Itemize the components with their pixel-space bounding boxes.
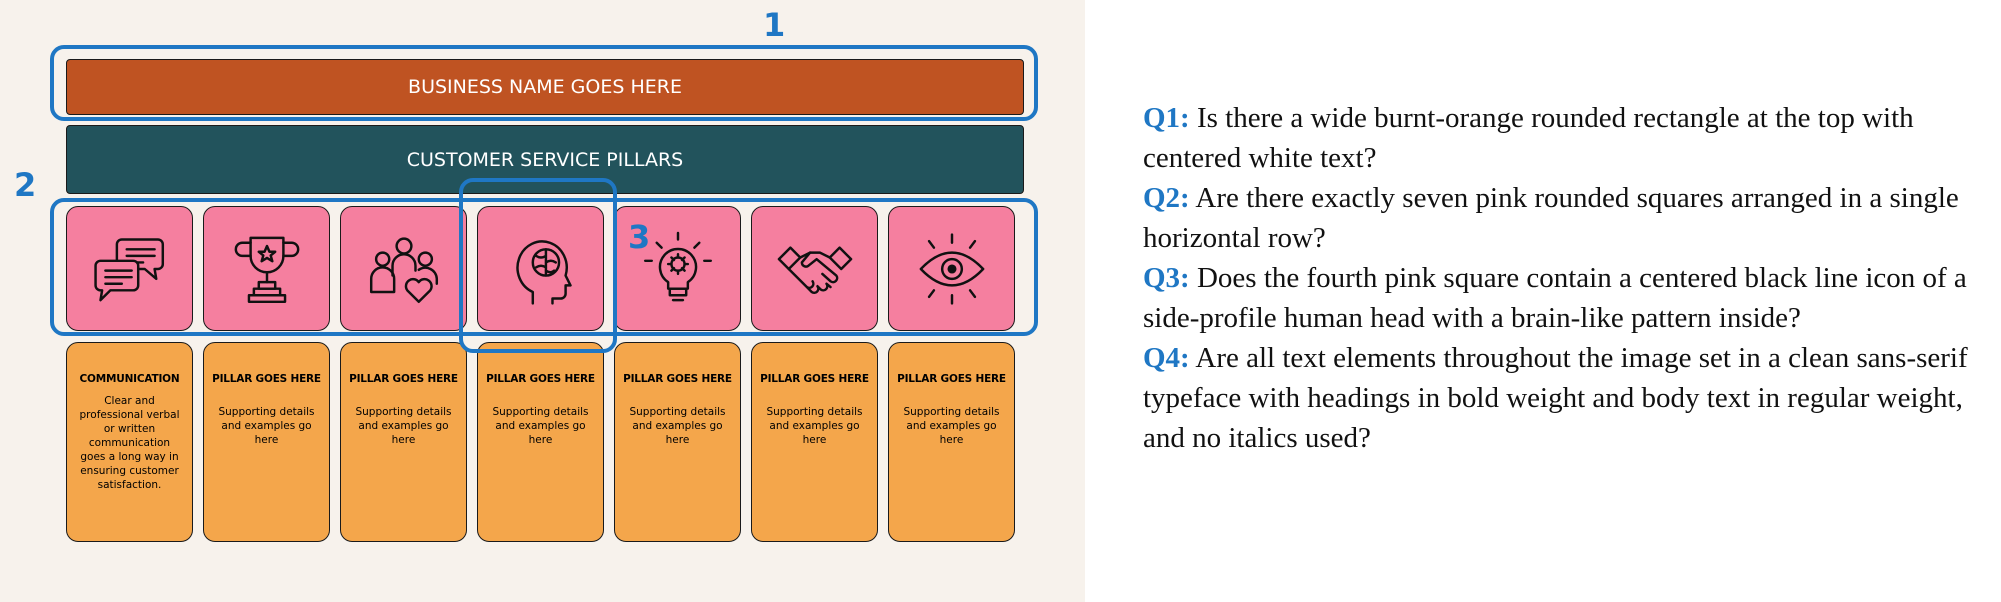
- pillar-description: Supporting details and examples go here: [492, 406, 589, 446]
- trophy-icon: [234, 236, 299, 303]
- highlight-label-1: 1: [763, 6, 786, 44]
- tile-head-brain: [477, 206, 604, 331]
- question-number: Q2:: [1143, 182, 1190, 214]
- tile-vision: [888, 206, 1015, 331]
- pillar-description: Supporting details and examples go here: [218, 406, 315, 446]
- pillar-title: PILLAR GOES HERE: [760, 373, 869, 385]
- question-number: Q4:: [1143, 342, 1190, 374]
- pillar-card: PILLAR GOES HERE Supporting details and …: [477, 342, 604, 542]
- infographic-poster: BUSINESS NAME GOES HERE CUSTOMER SERVICE…: [0, 0, 1085, 602]
- pillar-card: PILLAR GOES HERE Supporting details and …: [614, 342, 741, 542]
- pillar-title: COMMUNICATION: [79, 373, 180, 385]
- highlight-box-2: [50, 198, 1038, 336]
- highlight-label-2: 2: [14, 166, 37, 204]
- chat-bubbles-icon: [93, 237, 164, 301]
- eye-icon: [919, 232, 984, 305]
- pillar-description: Supporting details and examples go here: [766, 406, 863, 446]
- lightbulb-gear-icon: [643, 231, 712, 301]
- question-list: Q1: Is there a wide burnt-orange rounded…: [1143, 98, 1988, 458]
- tile-trophy: [203, 206, 330, 331]
- handshake-icon: [777, 245, 852, 294]
- question-text: Are there exactly seven pink rounded squ…: [1143, 182, 1959, 254]
- pillar-card: PILLAR GOES HERE Supporting details and …: [888, 342, 1015, 542]
- highlight-label-3: 3: [628, 218, 651, 256]
- highlight-box-3: [459, 178, 617, 353]
- tile-handshake: [751, 206, 878, 331]
- pillar-title: PILLAR GOES HERE: [897, 373, 1006, 385]
- pillar-card: COMMUNICATION Clear and professional ver…: [66, 342, 193, 542]
- pillar-card: PILLAR GOES HERE Supporting details and …: [340, 342, 467, 542]
- people-heart-icon: [369, 236, 438, 303]
- question-number: Q3:: [1143, 262, 1190, 294]
- pillar-card: PILLAR GOES HERE Supporting details and …: [751, 342, 878, 542]
- question-text: Are all text elements throughout the ima…: [1143, 342, 1968, 454]
- pillar-description: Supporting details and examples go here: [629, 406, 726, 446]
- pillar-description: Clear and professional verbal or written…: [79, 395, 180, 491]
- question-item: Q1: Is there a wide burnt-orange rounded…: [1143, 98, 1988, 178]
- pillar-description: Supporting details and examples go here: [903, 406, 1000, 446]
- business-name-banner: BUSINESS NAME GOES HERE: [66, 59, 1024, 115]
- question-item: Q3: Does the fourth pink square contain …: [1143, 258, 1988, 338]
- pillars-heading-banner: CUSTOMER SERVICE PILLARS: [66, 125, 1024, 194]
- pillar-title: PILLAR GOES HERE: [212, 373, 321, 385]
- question-text: Is there a wide burnt-orange rounded rec…: [1143, 102, 1914, 174]
- pillar-card: PILLAR GOES HERE Supporting details and …: [203, 342, 330, 542]
- tile-communication: [66, 206, 193, 331]
- question-text: Does the fourth pink square contain a ce…: [1143, 262, 1967, 334]
- highlight-box-1: [50, 45, 1038, 121]
- pillar-title: PILLAR GOES HERE: [349, 373, 458, 385]
- pillar-title: PILLAR GOES HERE: [486, 373, 595, 385]
- pillar-title: PILLAR GOES HERE: [623, 373, 732, 385]
- head-brain-icon: [515, 239, 572, 305]
- question-item: Q2: Are there exactly seven pink rounded…: [1143, 178, 1988, 258]
- tile-people: [340, 206, 467, 331]
- question-number: Q1:: [1143, 102, 1190, 134]
- question-item: Q4: Are all text elements throughout the…: [1143, 338, 1988, 458]
- pillar-description: Supporting details and examples go here: [355, 406, 452, 446]
